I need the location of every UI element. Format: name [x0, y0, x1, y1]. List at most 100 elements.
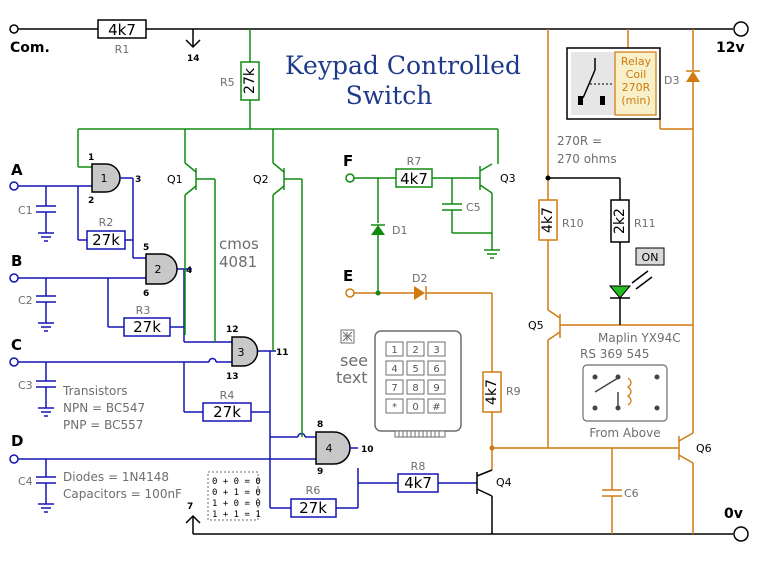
resistor-r7 — [395, 168, 433, 188]
c2-name: C2 — [18, 294, 33, 307]
led-label: ON — [642, 251, 659, 264]
input-a-wiring — [9, 178, 146, 259]
title-line-1: Keypad Controlled — [285, 51, 521, 80]
r4-value: 27k — [213, 403, 241, 421]
r7-name: R7 — [407, 155, 422, 168]
gate-3-number: 3 — [238, 346, 245, 359]
green-supply-bus — [77, 29, 499, 168]
maplin-line-1: Maplin YX94C — [598, 331, 681, 345]
keypad-key-label: # — [432, 402, 440, 413]
and-gate-4: 4 8 9 10 — [315, 420, 374, 477]
notes-diodes: Diodes = 1N4148 — [63, 470, 169, 484]
resistor-r1 — [97, 19, 147, 39]
keypad-key — [406, 360, 425, 376]
and-gate-3: 3 12 13 11 — [226, 325, 289, 382]
truth-row-1: 0 + 0 = 0 — [212, 477, 261, 487]
resistor-r8 — [397, 473, 439, 493]
q1-label: Q1 — [167, 173, 183, 186]
gate-1-number: 1 — [101, 172, 108, 185]
input-f-wiring — [345, 163, 500, 293]
input-c-label: C — [11, 336, 22, 354]
gate-4-pin-in2: 9 — [317, 467, 323, 477]
12v-label: 12v — [716, 40, 745, 56]
r2-value: 27k — [92, 231, 120, 249]
r1-value: 4k7 — [108, 21, 136, 39]
keypad-key — [406, 379, 425, 395]
input-f-label: F — [343, 152, 353, 170]
r9-value: 4k7 — [484, 379, 500, 405]
r3-name: R3 — [136, 304, 151, 317]
keypad-key — [385, 398, 404, 414]
c6-name: C6 — [624, 487, 639, 500]
keypad-key — [427, 360, 446, 376]
0v-label: 0v — [724, 506, 743, 522]
r3-value: 27k — [133, 318, 161, 336]
gate-2-number: 2 — [155, 263, 162, 276]
relay-line-3: 270R — [622, 81, 651, 94]
com-label: Com. — [10, 40, 50, 56]
led-on — [608, 285, 632, 299]
gate-3-pin-in1: 12 — [226, 325, 239, 335]
ohms-note-line-2: 270 ohms — [557, 152, 617, 166]
truth-row-2: 0 + 1 = 0 — [212, 488, 261, 498]
gate-4-pin-out: 10 — [361, 445, 374, 455]
keypad-key — [427, 341, 446, 357]
resistor-r10 — [538, 199, 558, 241]
truth-table: 0 + 0 = 0 0 + 1 = 0 1 + 0 = 0 1 + 1 = 1 — [207, 471, 261, 521]
d3-label: D3 — [664, 74, 679, 87]
gate-1-pin-in2: 2 — [88, 196, 94, 206]
q6-label: Q6 — [696, 442, 712, 455]
input-c-wiring — [9, 357, 232, 417]
keypad-key — [406, 341, 425, 357]
junction-r11 — [545, 175, 551, 181]
keypad-key-label: 7 — [391, 383, 397, 394]
keypad-key-label: 9 — [433, 383, 439, 394]
cmos-label-line-2: 4081 — [219, 253, 257, 271]
led-branch — [548, 177, 653, 325]
gate-interconnect — [170, 268, 316, 508]
and-gate-1: 1 1 2 3 — [88, 153, 141, 206]
input-b-wiring — [9, 273, 146, 332]
r8-name: R8 — [411, 460, 426, 473]
pin-14-label: 14 — [187, 54, 200, 64]
c5-name: C5 — [466, 201, 481, 214]
top-rail — [9, 21, 749, 49]
r5-value: 27k — [242, 67, 258, 94]
resistor-r2 — [86, 230, 126, 250]
gate-2-pin-out: 4 — [186, 266, 192, 276]
keypad-key-label: 2 — [412, 345, 418, 356]
blue-resistors — [86, 230, 439, 518]
resistor-r5 — [240, 61, 260, 101]
input-b-label: B — [11, 252, 22, 270]
keypad-key-label: 1 — [391, 345, 397, 356]
input-d-label: D — [11, 432, 23, 450]
r7-value: 4k7 — [400, 170, 428, 188]
relay-box — [566, 47, 661, 120]
d1-label: D1 — [392, 224, 407, 237]
input-e-wiring — [345, 288, 493, 470]
keypad-key-label: 8 — [412, 383, 418, 394]
keypad-key-label: 4 — [391, 364, 397, 375]
cmos-label-line-1: cmos — [219, 235, 259, 253]
gate-4-pin-in1: 8 — [317, 420, 323, 430]
pin-7-label: 7 — [187, 502, 193, 512]
gate-1-pin-in1: 1 — [88, 153, 94, 163]
input-a-label: A — [11, 161, 23, 179]
keypad-key-label: 3 — [433, 345, 439, 356]
led-badge — [635, 247, 665, 266]
orange-power-stage — [492, 29, 694, 534]
diode-d2 — [414, 286, 425, 300]
keypad-key-label: 0 — [412, 402, 418, 413]
resistor-r6 — [290, 498, 337, 518]
r2-name: R2 — [99, 216, 114, 229]
and-gate-2: 2 5 6 4 — [143, 243, 192, 299]
d2-label: D2 — [412, 272, 427, 285]
input-d-wiring — [9, 454, 477, 513]
notes-npn: NPN = BC547 — [63, 401, 145, 415]
keypad-key — [406, 398, 425, 414]
keypad-key — [385, 341, 404, 357]
transistor-q2 — [272, 162, 303, 437]
see-text-line-1: see — [340, 351, 368, 370]
